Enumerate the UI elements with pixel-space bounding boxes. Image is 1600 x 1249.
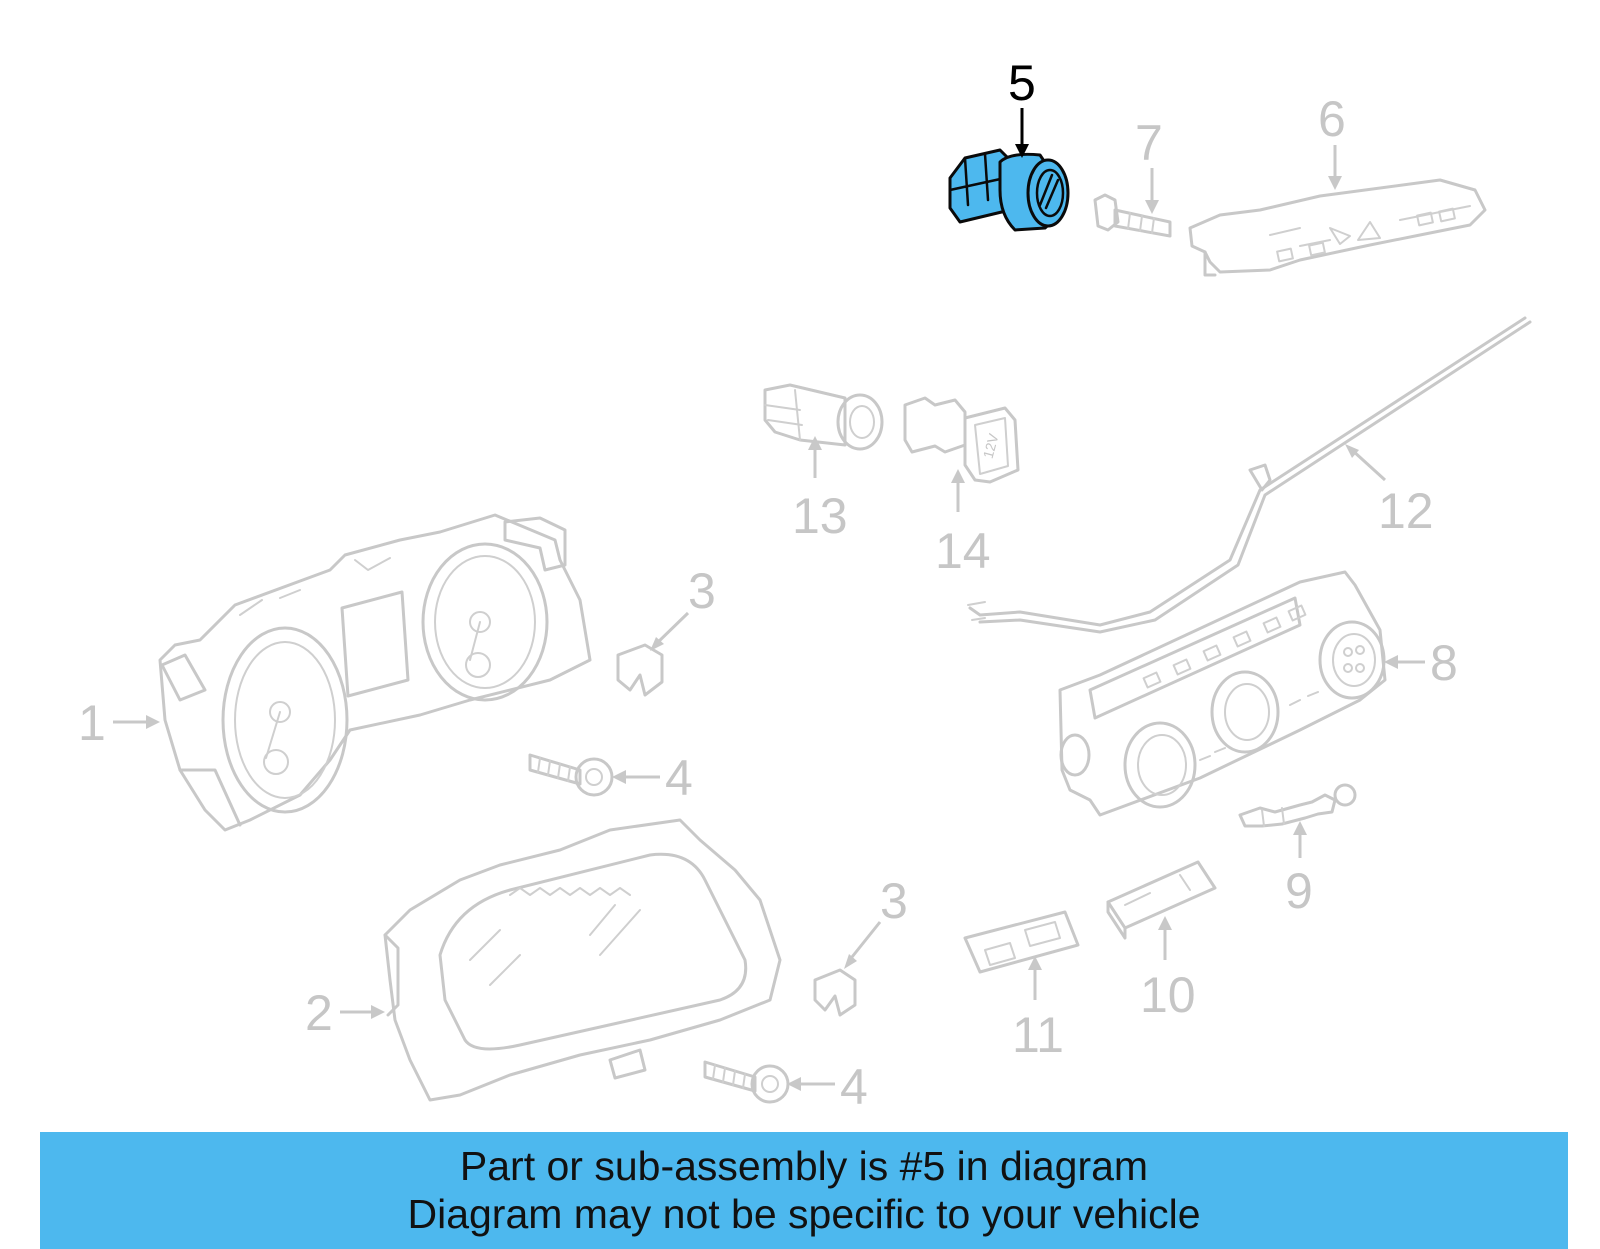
callout-13: 10 [1140, 916, 1196, 1023]
svg-text:9: 9 [1285, 863, 1313, 919]
part-3-clip-upper [616, 643, 664, 697]
svg-text:1: 1 [78, 695, 106, 751]
svg-text:3: 3 [880, 873, 908, 929]
svg-text:11: 11 [1012, 1007, 1064, 1063]
part-7-bolt [1093, 193, 1172, 238]
banner-line-2: Diagram may not be specific to your vehi… [407, 1191, 1201, 1237]
svg-text:4: 4 [840, 1059, 868, 1115]
callout-14: 11 [1012, 956, 1064, 1063]
callout-1: 1 [78, 695, 160, 751]
callout-11: 13 [792, 436, 848, 544]
svg-text:10: 10 [1140, 967, 1196, 1023]
part-3-clip-lower [813, 968, 857, 1017]
callout-10: 12 [1345, 444, 1434, 539]
callout-6: 6 [1318, 91, 1346, 190]
part-12-12v-outlet: 12V [903, 396, 1020, 484]
part-11-socket [763, 383, 884, 451]
callout-8: 8 [1384, 635, 1458, 691]
callout-7: 7 [1135, 115, 1163, 214]
callout-3b: 3 [844, 873, 908, 969]
callout-5: 5 [1008, 55, 1036, 158]
svg-text:13: 13 [792, 488, 848, 544]
banner-line-1: Part or sub-assembly is #5 in diagram [459, 1143, 1149, 1189]
part-8-climate-panel [1058, 570, 1387, 817]
part-4-screw-lower [703, 1060, 790, 1104]
callout-2: 2 [305, 985, 385, 1041]
svg-text:2: 2 [305, 985, 333, 1041]
part-1-instrument-cluster [158, 513, 592, 832]
part-9-sensor [1238, 783, 1357, 828]
svg-text:14: 14 [935, 523, 991, 579]
part-6-switch-panel [1188, 178, 1487, 277]
callout-4a: 4 [612, 750, 693, 806]
callout-3a: 3 [650, 563, 716, 651]
12v-label: 12V [980, 431, 1002, 460]
svg-text:3: 3 [688, 563, 716, 619]
part-14-switch [963, 910, 1080, 974]
callout-4b: 4 [787, 1059, 868, 1115]
svg-text:6: 6 [1318, 91, 1346, 147]
part-10-cable [967, 316, 1532, 634]
svg-text:7: 7 [1135, 115, 1163, 171]
part-4-screw-upper [528, 753, 614, 797]
callout-12: 14 [935, 469, 991, 579]
info-banner: Part or sub-assembly is #5 in diagram Di… [40, 1132, 1568, 1249]
callout-9: 9 [1285, 821, 1313, 919]
part-5-switch[interactable] [948, 148, 1070, 232]
svg-text:5: 5 [1008, 55, 1036, 111]
svg-text:12: 12 [1378, 483, 1434, 539]
svg-text:4: 4 [665, 750, 693, 806]
part-13-switch [1106, 860, 1217, 940]
part-2-cluster-lens [383, 818, 782, 1102]
svg-text:8: 8 [1430, 635, 1458, 691]
